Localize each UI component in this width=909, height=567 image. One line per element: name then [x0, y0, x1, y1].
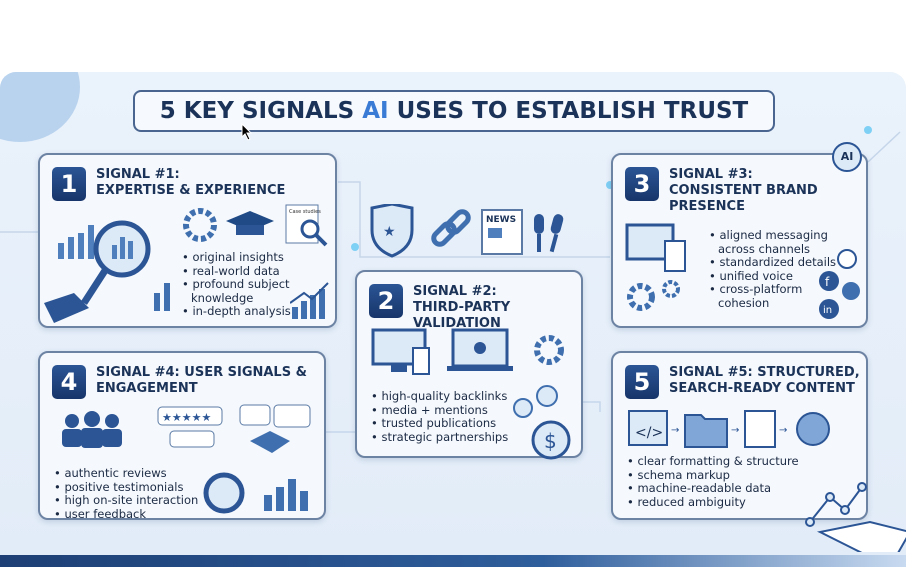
signal-number: 2	[369, 284, 403, 318]
title-text: 5 KEY SIGNALS	[159, 98, 363, 124]
svg-text:★: ★	[383, 224, 396, 240]
signal-heading: SIGNAL #2:THIRD-PARTY VALIDATION	[413, 284, 511, 331]
signal-heading: SIGNAL #4: USER SIGNALS &ENGAGEMENT	[96, 365, 307, 396]
validation-icons: ★ NEWS	[370, 204, 564, 258]
signal-heading: SIGNAL #5: STRUCTURED,SEARCH-READY CONTE…	[669, 365, 860, 396]
link-chain-icon	[431, 209, 471, 247]
signal-card-4: 4 SIGNAL #4: USER SIGNALS &ENGAGEMENT ★★…	[38, 351, 326, 520]
svg-text:Case studies: Case studies	[289, 209, 321, 215]
users-reviews-icons: ★★★★★	[62, 404, 311, 453]
case-studies-icon: Case studies	[285, 204, 328, 247]
svg-text:→: →	[779, 425, 787, 436]
svg-text:</>: </>	[635, 425, 663, 441]
title-text-end: USES TO ESTABLISH TRUST	[388, 98, 749, 124]
svg-text:→: →	[671, 425, 679, 436]
signal-card-5: 5 SIGNAL #5: STRUCTURED,SEARCH-READY CON…	[611, 351, 868, 520]
robot-hand-network-icon	[805, 482, 906, 552]
magnifier-chart-icon	[44, 220, 170, 323]
svg-text:→: →	[731, 425, 739, 436]
signal-bullets: authentic reviewspositive testimonialshi…	[54, 466, 198, 521]
svg-text:NEWS: NEWS	[486, 215, 516, 225]
signal-number: 3	[625, 167, 659, 201]
award-shield-icon	[370, 204, 414, 258]
signal-bullets: original insightsreal-world dataprofound…	[182, 250, 291, 319]
infographic: 5 KEY SIGNALS AI USES TO ESTABLISH TRUST…	[0, 72, 906, 567]
signal-number: 5	[625, 365, 659, 399]
code-folder-list-brain-icons: </> → → →	[628, 410, 830, 448]
signal-number: 1	[52, 167, 86, 201]
signal-bullets: clear formatting & structureschema marku…	[627, 454, 798, 509]
title-highlight: AI	[362, 98, 389, 124]
pie-bar-chart-icon	[203, 472, 308, 514]
page-title: 5 KEY SIGNALS AI USES TO ESTABLISH TRUST	[133, 90, 775, 132]
svg-text:★★★★★: ★★★★★	[162, 411, 211, 424]
signal-heading: SIGNAL #1:EXPERTISE & EXPERIENCE	[96, 167, 286, 198]
signal-bullets: high-quality backlinksmedia + mentionstr…	[371, 389, 508, 444]
microphone-icon	[534, 214, 564, 253]
mouse-cursor-icon	[241, 123, 253, 141]
devices-gear-icon	[371, 328, 564, 375]
signal-card-1: 1 SIGNAL #1:EXPERTISE & EXPERIENCE Case …	[38, 153, 337, 328]
devices-gears-icon	[625, 223, 686, 311]
svg-text:f: f	[825, 275, 830, 289]
signal-number: 4	[52, 365, 86, 399]
svg-text:$: $	[544, 429, 557, 453]
signal-card-2: 2 SIGNAL #2:THIRD-PARTY VALIDATION high-…	[355, 270, 583, 460]
social-icons: f in	[819, 249, 860, 319]
bottom-bar	[0, 555, 906, 567]
dollar-coins-icon: $	[513, 385, 571, 460]
svg-text:in: in	[823, 305, 832, 316]
gear-graduation-cap-icon	[183, 208, 274, 242]
growth-chart-icon	[290, 282, 329, 319]
ai-badge-icon: AI	[832, 142, 862, 172]
